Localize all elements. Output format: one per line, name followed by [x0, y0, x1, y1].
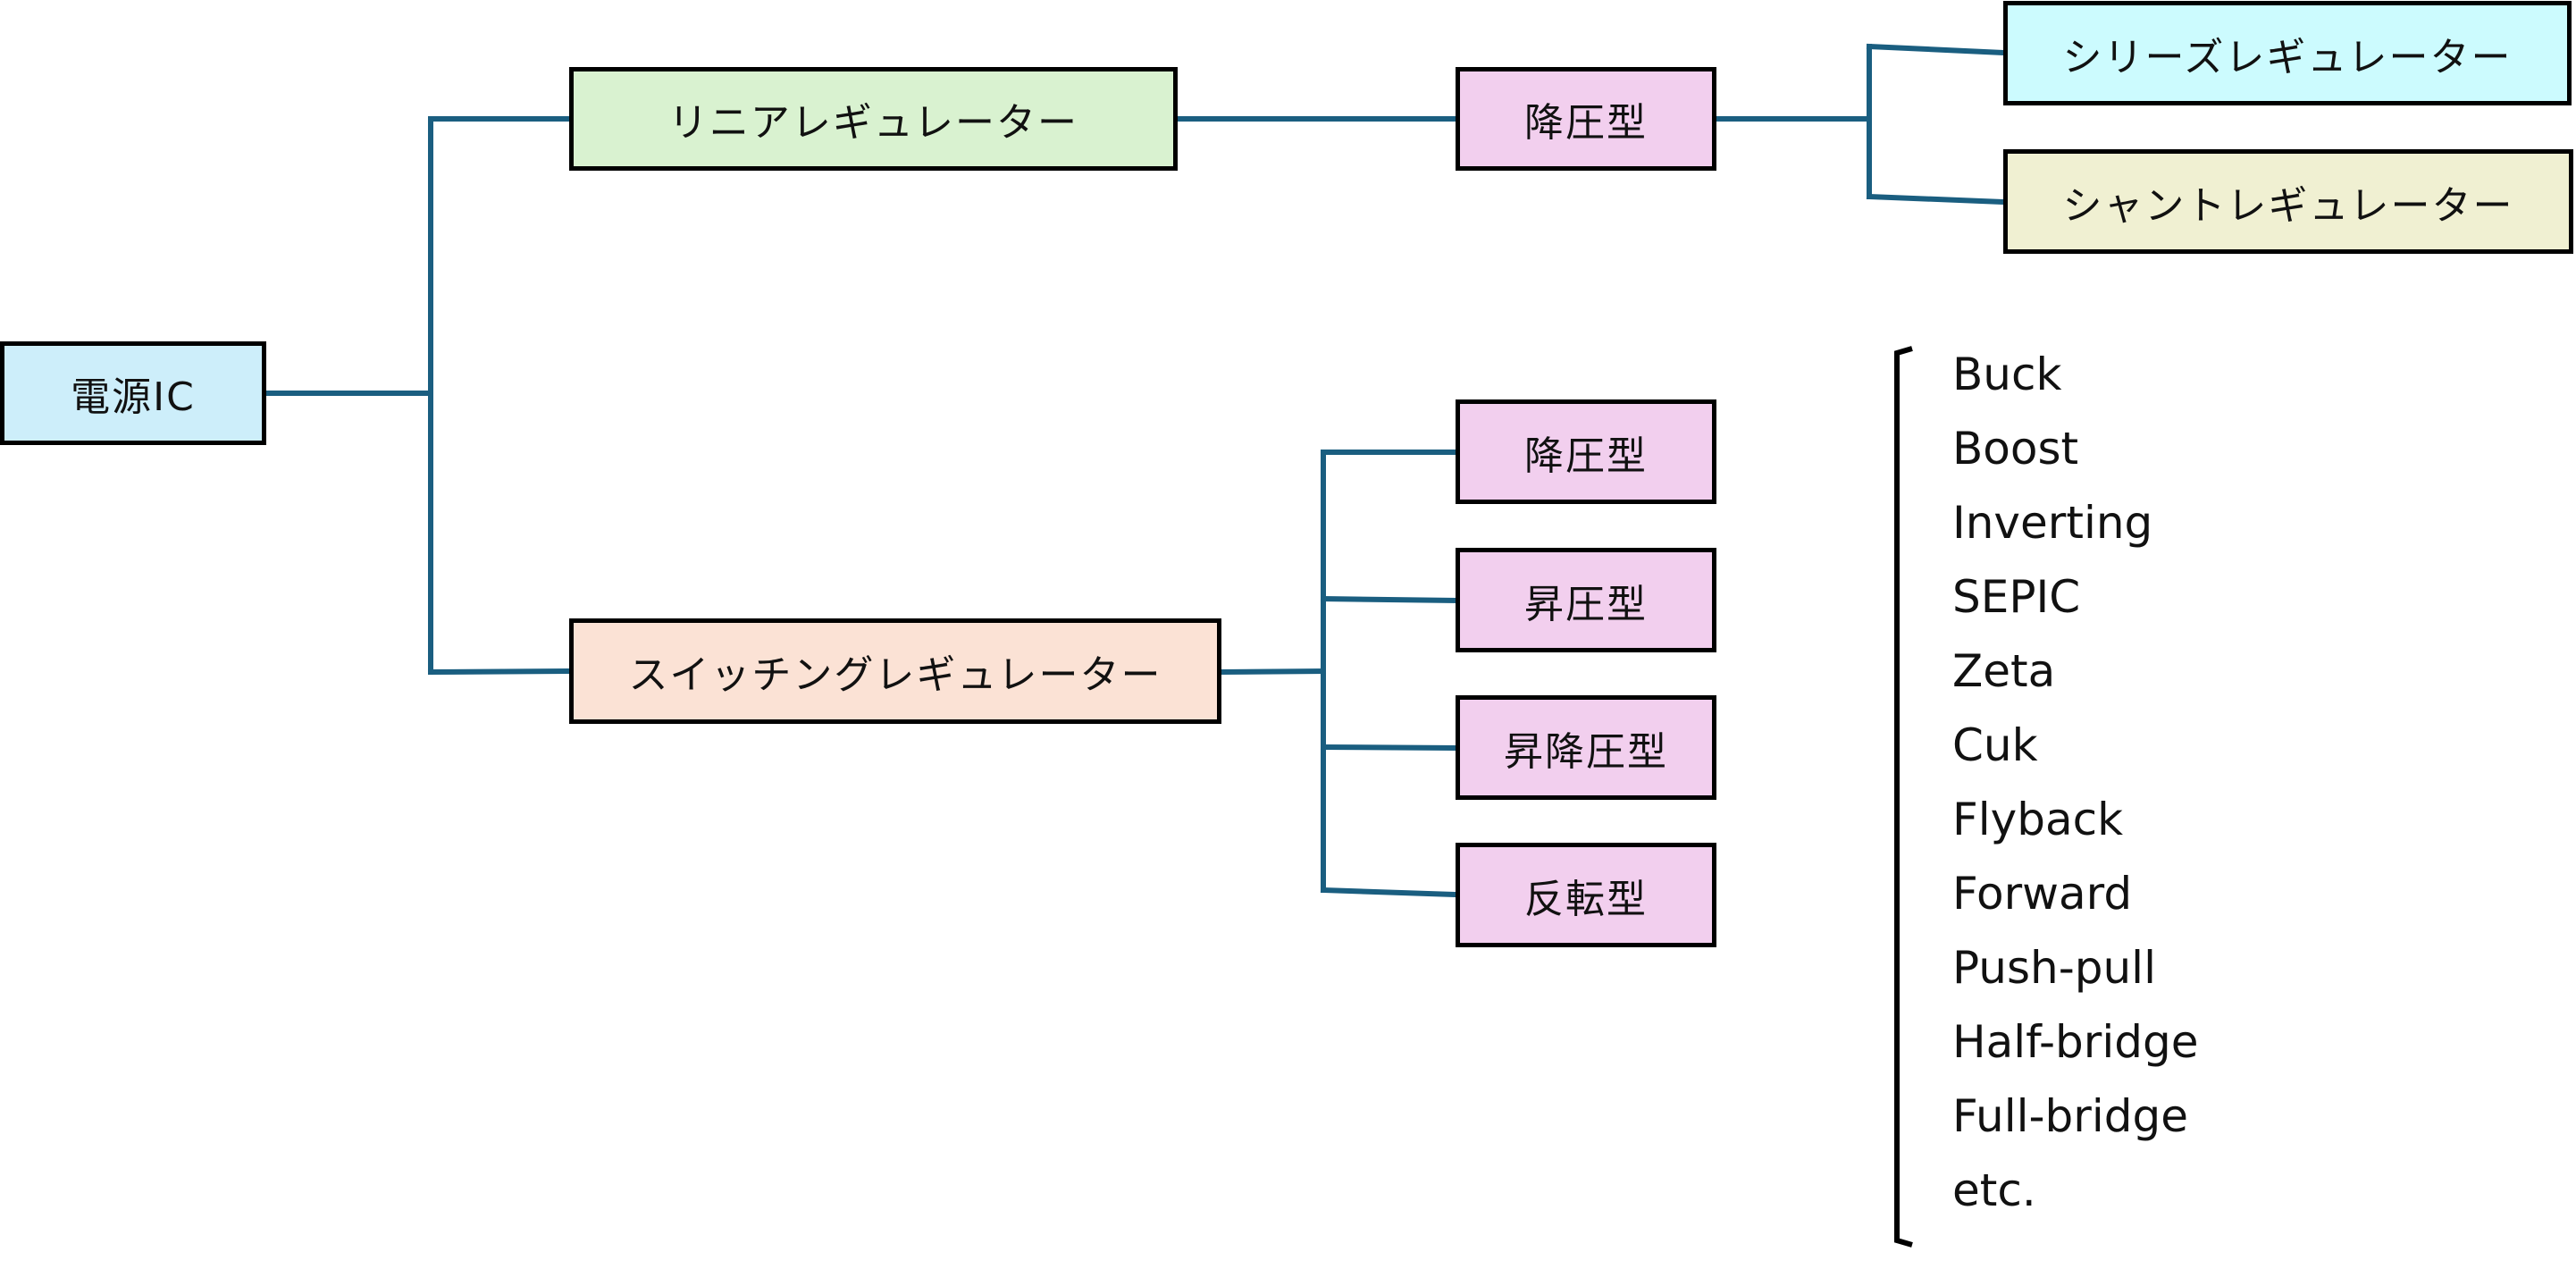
- linear-regulator-label: リニアレギュレーター: [667, 100, 1079, 146]
- shunt-connector: [1866, 193, 2007, 206]
- root-label: 電源IC: [71, 374, 196, 420]
- step-up-node: 昇圧型: [1456, 548, 1716, 652]
- shunt-regulator-node: シャントレギュレーター: [2003, 149, 2573, 254]
- topology-item: Boost: [1952, 423, 2079, 475]
- series-connector: [1866, 43, 2007, 56]
- linear-step-down-label: 降圧型: [1524, 100, 1648, 146]
- linear-regulator-node: リニアレギュレーター: [569, 67, 1178, 171]
- inverting-connector: [1320, 887, 1459, 898]
- topology-item: Full-bridge: [1952, 1090, 2188, 1142]
- step-down-label: 降圧型: [1524, 433, 1648, 479]
- switching-regulator-node: スイッチングレギュレーター: [569, 618, 1221, 724]
- topology-item: Flyback: [1952, 794, 2124, 845]
- switching-type-out-connector: [1218, 668, 1327, 676]
- topology-item: Forward: [1952, 868, 2133, 920]
- switching-connector: [427, 668, 573, 676]
- inverting-label: 反転型: [1524, 876, 1648, 922]
- topology-item: Inverting: [1952, 497, 2153, 549]
- switching-regulator-label: スイッチングレギュレーター: [628, 652, 1162, 698]
- topology-item: Cuk: [1952, 719, 2038, 771]
- step-up-connector: [1320, 595, 1459, 604]
- connector-group: [264, 43, 2007, 898]
- series-regulator-node: シリーズレギュレーター: [2003, 1, 2572, 105]
- topology-item: Half-bridge: [1952, 1016, 2199, 1068]
- buck-boost-label: 昇降圧型: [1504, 728, 1668, 775]
- buck-boost-connector: [1320, 744, 1459, 752]
- topology-item: SEPIC: [1952, 571, 2081, 623]
- shunt-regulator-label: シャントレギュレーター: [2062, 182, 2514, 229]
- topology-item: Zeta: [1952, 645, 2056, 697]
- step-up-label: 昇圧型: [1524, 581, 1648, 627]
- topology-item: Push-pull: [1952, 942, 2156, 994]
- topology-bracket: [1894, 346, 1913, 1248]
- root-node: 電源IC: [0, 341, 266, 445]
- linear-step-down-node: 降圧型: [1456, 67, 1716, 171]
- topology-item: etc.: [1952, 1164, 2036, 1216]
- series-regulator-label: シリーズレギュレーター: [2062, 34, 2513, 80]
- buck-boost-node: 昇降圧型: [1456, 695, 1716, 800]
- inverting-node: 反転型: [1456, 843, 1716, 947]
- step-down-node: 降圧型: [1456, 399, 1716, 504]
- topology-item: Buck: [1952, 349, 2062, 400]
